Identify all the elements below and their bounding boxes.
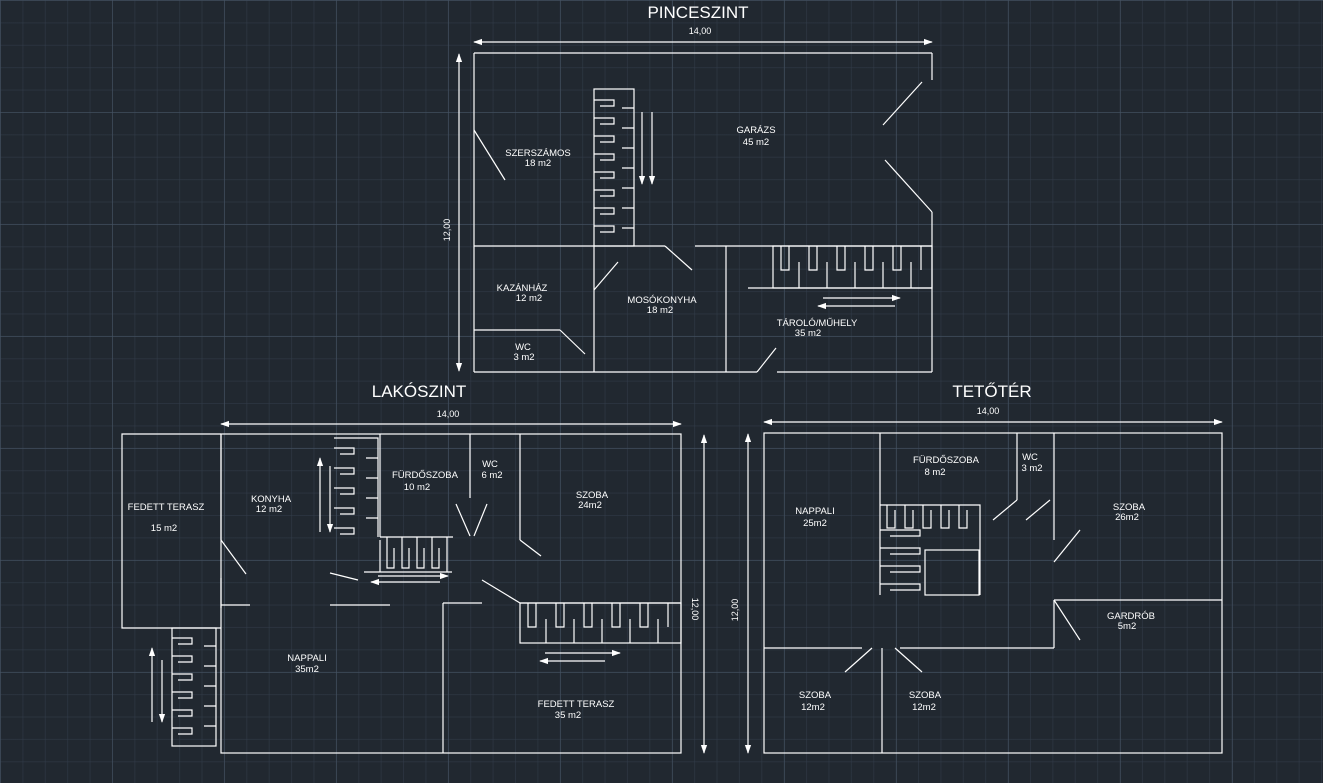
ground-floor-title: LAKÓSZINT (372, 382, 466, 401)
room-name: WC (515, 342, 531, 353)
room-area: 3 m2 (513, 352, 534, 363)
basement-stair (593, 88, 656, 247)
room-name: FÜRDŐSZOBA (913, 455, 980, 466)
ground-floor-plan: LAKÓSZINT 14,00 12,00 (121, 382, 708, 754)
ground-bath-fixture (364, 537, 452, 586)
room-area: 18 m2 (525, 158, 551, 169)
room-area: 35 m2 (555, 710, 581, 721)
attic-stair (879, 504, 981, 596)
room-name: FEDETT TERASZ (538, 699, 615, 710)
room-name: GARDRÓB (1107, 611, 1155, 622)
room-area: 24m2 (578, 500, 602, 511)
ground-height-label: 12,00 (690, 598, 700, 621)
room-area: 12m2 (912, 702, 936, 713)
room-area: 6 m2 (481, 470, 502, 481)
basement-doors (473, 81, 933, 373)
ground-doors (220, 503, 542, 604)
room-area: 25m2 (803, 518, 827, 529)
room-name: SZERSZÁMOS (505, 148, 570, 159)
room-area: 12m2 (801, 702, 825, 713)
room-name: NAPPALI (795, 506, 834, 517)
room-name: MOSÓKONYHA (627, 295, 697, 306)
attic-height-label: 12,00 (730, 599, 740, 622)
room-area: 35m2 (295, 664, 319, 675)
room-name: SZOBA (909, 690, 942, 701)
room-name: SZOBA (799, 690, 832, 701)
room-name: WC (482, 459, 498, 470)
basement-outer-walls (473, 52, 933, 373)
room-area: 26m2 (1115, 512, 1139, 523)
room-name: WC (1022, 452, 1038, 463)
basement-width-label: 14,00 (689, 26, 712, 36)
room-area: 12 m2 (256, 504, 282, 515)
room-name: FÜRDŐSZOBA (392, 470, 459, 481)
attic-interior-walls (764, 433, 1222, 753)
room-area: 8 m2 (924, 467, 945, 478)
attic-outer-walls (763, 432, 1223, 754)
room-name: SZOBA (1113, 502, 1146, 513)
room-area: 12 m2 (516, 293, 542, 304)
attic-plan: TETŐTÉR 14,00 12,00 (730, 382, 1223, 754)
room-area: 18 m2 (647, 305, 673, 316)
basement-plan: PINCESZINT 14,00 12,00 (442, 3, 933, 373)
attic-title: TETŐTÉR (952, 382, 1031, 401)
room-area: 5m2 (1118, 621, 1136, 632)
ground-terrace-shelves (519, 602, 682, 665)
room-name: GARÁZS (736, 125, 775, 136)
room-area: 45 m2 (743, 137, 769, 148)
room-name: TÁROLÓ/MŰHELY (777, 318, 858, 329)
basement-title: PINCESZINT (647, 3, 748, 22)
ground-width-label: 14,00 (437, 409, 460, 419)
room-area: 10 m2 (404, 482, 430, 493)
basement-shelves (772, 245, 933, 310)
room-area: 15 m2 (151, 523, 177, 534)
attic-width-label: 14,00 (977, 406, 1000, 416)
room-name: KAZÁNHÁZ (497, 283, 548, 294)
room-name: NAPPALI (287, 653, 326, 664)
room-name: SZOBA (576, 490, 609, 501)
ground-stair (316, 437, 379, 537)
room-area: 3 m2 (1021, 463, 1042, 474)
room-name: FEDETT TERASZ (128, 502, 205, 513)
room-area: 35 m2 (795, 328, 821, 339)
room-name: KONYHA (251, 494, 292, 505)
attic-doors (844, 499, 1081, 673)
ground-exterior-stair (148, 627, 217, 747)
basement-interior-walls (474, 245, 932, 372)
basement-height-label: 12,00 (442, 219, 452, 242)
